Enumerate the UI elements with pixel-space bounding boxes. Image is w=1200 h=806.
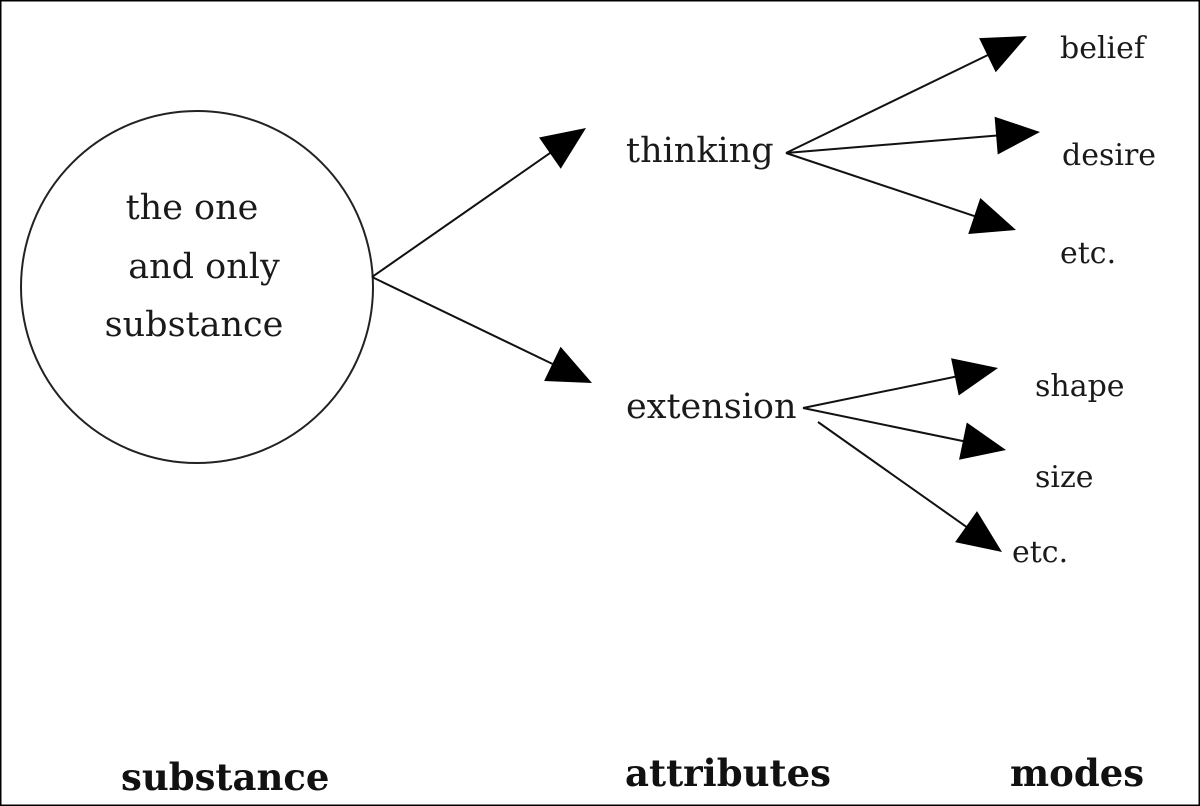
attribute-thinking: thinking [626, 131, 774, 171]
mode-etc-thinking: etc. [1060, 236, 1116, 271]
arrow-substance-to-extension [371, 276, 592, 383]
mode-desire: desire [1062, 138, 1156, 173]
arrow-thinking-to-desire-line [785, 134, 1001, 154]
arrow-thinking-to-belief-line [785, 52, 992, 154]
arrow-extension-to-etc-head [955, 511, 1002, 552]
arrow-extension-to-shape-head [951, 358, 998, 396]
column-substance: substance [121, 755, 329, 799]
arrow-extension-to-size [802, 407, 1006, 460]
arrow-substance-to-thinking-line [371, 150, 554, 278]
arrow-thinking-to-etc-head [968, 198, 1016, 235]
arrow-substance-to-thinking [371, 128, 586, 278]
arrow-substance-to-extension-line [371, 276, 557, 367]
substance-line-3: substance [105, 305, 284, 345]
arrow-extension-to-etc-line [817, 421, 970, 530]
arrow-substance-to-thinking-head [539, 128, 586, 169]
mode-etc-extension: etc. [1012, 535, 1068, 570]
mode-shape: shape [1035, 369, 1125, 404]
arrow-thinking-to-belief [785, 36, 1027, 154]
column-attributes: attributes [625, 751, 831, 795]
mode-size: size [1035, 460, 1094, 495]
arrow-thinking-to-belief-head [979, 36, 1027, 73]
arrow-substance-to-extension-head [544, 346, 592, 383]
arrow-extension-to-shape-line [802, 375, 960, 409]
arrow-extension-to-etc [817, 421, 1002, 552]
arrow-thinking-to-desire [785, 116, 1040, 155]
substance-circle [20, 110, 374, 464]
arrow-extension-to-size-head [959, 422, 1006, 460]
arrow-extension-to-shape [802, 358, 998, 409]
column-modes: modes [1010, 751, 1144, 795]
arrow-extension-to-size-line [802, 407, 968, 443]
arrow-thinking-to-etc-line [785, 152, 979, 219]
mode-belief: belief [1060, 31, 1147, 66]
arrow-thinking-to-desire-head [994, 116, 1040, 155]
arrow-thinking-to-etc [785, 152, 1016, 235]
arrows [371, 36, 1040, 552]
substance-line-2: and only [128, 247, 280, 287]
substance-line-1: the one [126, 188, 259, 228]
attribute-extension: extension [626, 387, 797, 427]
